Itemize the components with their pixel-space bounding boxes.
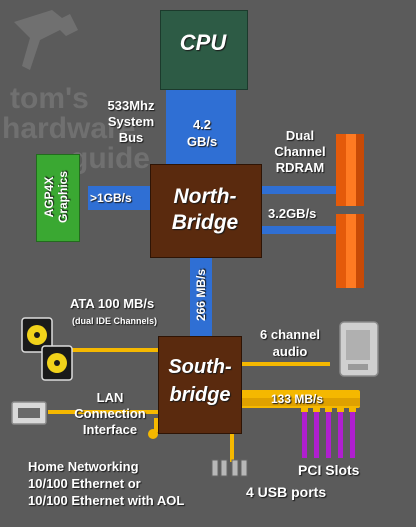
agp-label: AGP4X Graphics — [42, 170, 70, 224]
fsb-bus — [166, 88, 236, 166]
fsb-label: 533Mhz System Bus — [107, 98, 155, 145]
north-bridge-line-2: Bridge — [171, 211, 239, 234]
network-adapter-icon — [11, 401, 47, 425]
ide-subtitle: (dual IDE Channels) — [72, 316, 158, 326]
watermark-line-2: hardware — [2, 112, 135, 145]
north-bridge-box — [150, 164, 262, 258]
watermark-line-3: guide — [70, 142, 150, 175]
usb-label: 4 USB ports — [246, 484, 327, 500]
hard-drive-icons — [21, 317, 73, 381]
pci-slot-1 — [302, 408, 307, 458]
pci-slot-3 — [326, 408, 331, 458]
watermark-line-1: tom's — [10, 82, 89, 115]
cpu-box — [160, 10, 248, 90]
lan-port-dot — [148, 429, 158, 439]
rdram-modules — [336, 134, 364, 288]
pci-slot-4 — [338, 408, 343, 458]
fsb-speed: 4.2 GB/s — [186, 117, 218, 149]
pci-bus-speed: 133 MB/s — [271, 392, 324, 406]
audio-device-icon — [339, 321, 379, 377]
south-bridge-line-1: South- — [168, 356, 232, 378]
pci-slot-5 — [350, 408, 355, 458]
cpu-label: CPU — [179, 30, 227, 55]
home-networking-label: Home Networking 10/100 Ethernet or 10/10… — [28, 459, 185, 508]
memory-label: Dual Channel RDRAM — [274, 128, 326, 175]
pci-slots-label: PCI Slots — [298, 462, 360, 478]
agp-graphics-card — [36, 154, 80, 242]
memory-speed: 3.2GB/s — [268, 206, 317, 221]
hub-link-bus — [190, 256, 212, 336]
memory-bus-lower — [262, 226, 352, 234]
south-bridge-line-2: bridge — [169, 384, 231, 406]
pci-slots-group — [302, 408, 355, 458]
memory-bus-upper — [262, 186, 352, 194]
lan-label: LAN Connection Interface — [74, 390, 146, 437]
hub-link-speed: 266 MB/s — [194, 268, 208, 322]
usb-ports-icon — [211, 459, 248, 477]
hard-drive-icon-2 — [41, 345, 73, 381]
audio-label: 6 channel audio — [260, 327, 320, 359]
hammer-icon — [14, 10, 78, 70]
pci-slot-2 — [314, 408, 319, 458]
agp-bus — [88, 186, 150, 210]
hard-drive-icon-1 — [21, 317, 53, 353]
north-bridge-line-1: North- — [173, 185, 237, 208]
south-bridge-box — [158, 336, 242, 434]
agp-speed: >1GB/s — [90, 191, 132, 205]
ide-title: ATA 100 MB/s — [70, 296, 155, 311]
toms-hardware-watermark: tom's hardware guide — [2, 10, 150, 175]
